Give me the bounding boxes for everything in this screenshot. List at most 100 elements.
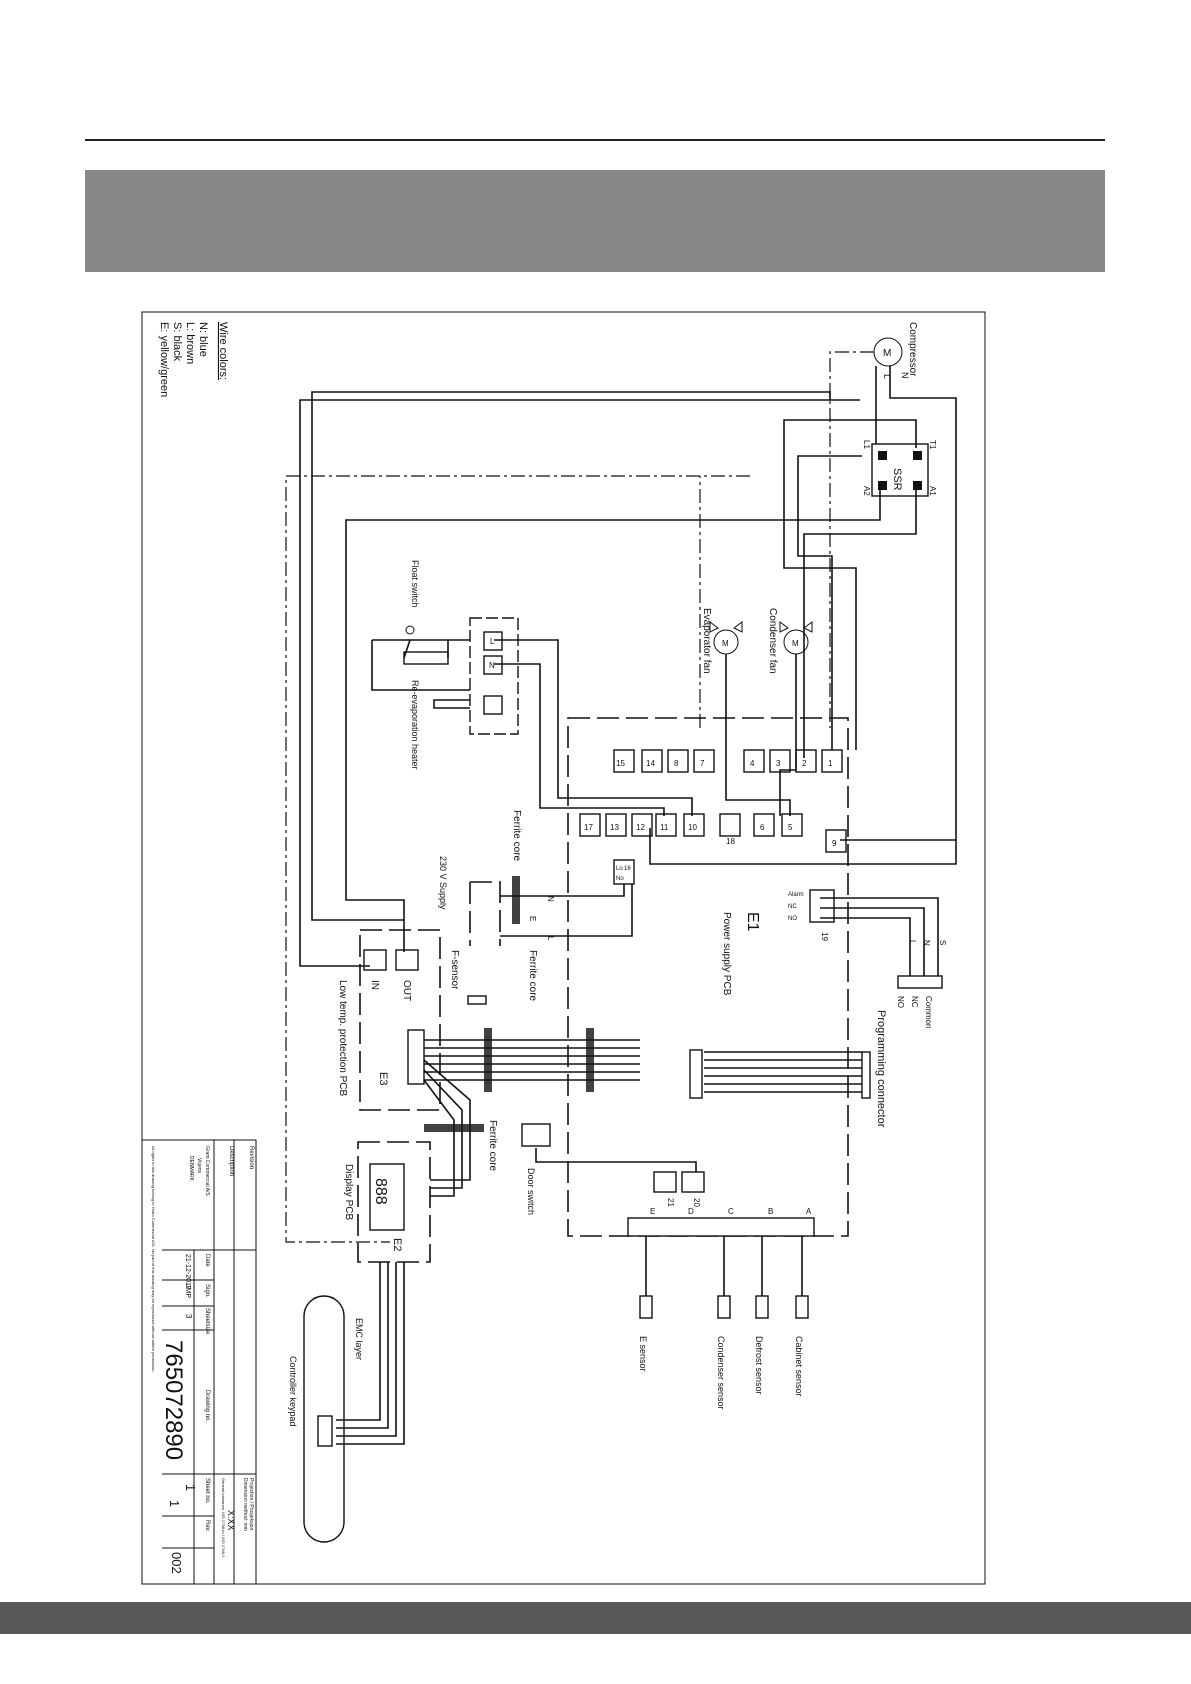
terminal-5-label: 5 <box>788 823 793 832</box>
alarm-label: Alarm <box>788 892 804 898</box>
strip-n-label: N <box>489 661 495 670</box>
programming-connector-label: Programming connector <box>875 1010 887 1128</box>
ferrite-core-supply <box>512 876 520 924</box>
controller-keypad-label: Controller keypad <box>288 1356 298 1427</box>
title-rev: 002 <box>169 1552 184 1574</box>
terminal-12-label: 12 <box>636 823 645 832</box>
compressor-label: Compressor <box>907 322 918 377</box>
title-description-label: Description <box>228 1146 234 1176</box>
ferrite-core-pcb-cable <box>586 1028 594 1092</box>
supply-e-label: E <box>528 916 537 921</box>
title-country: DENMARK <box>188 1156 194 1182</box>
supply-label: 230 V Supply <box>438 856 448 910</box>
title-block <box>141 1139 257 1585</box>
e2-label: E2 <box>391 1238 403 1251</box>
relay-l-label: L <box>908 940 917 945</box>
title-sign: JMP <box>184 1284 191 1298</box>
relay-s-label: S <box>938 940 947 945</box>
title-city: Vojens <box>196 1158 202 1174</box>
condenser-fan-m-label: M <box>792 639 799 648</box>
conn-e-label: E <box>650 1207 655 1216</box>
door-switch-label: Door switch <box>526 1168 536 1215</box>
relay-nc-label: NC <box>910 996 919 1008</box>
condenser-fan-blades-icon <box>779 621 813 633</box>
sensor-connector-strip <box>627 1217 815 1237</box>
title-date-label: Date <box>204 1254 210 1267</box>
evaporator-fan-m-label: M <box>722 639 729 648</box>
strip-l-label: L <box>490 637 495 646</box>
terminal-3-label: 3 <box>776 759 781 768</box>
relay-common-label: Common <box>924 996 933 1028</box>
wiring <box>285 351 957 1445</box>
wire-color-e: E: yellow/green <box>158 322 170 397</box>
title-sheet-of: 1 <box>167 1500 182 1507</box>
f-sensor-element <box>467 995 487 1005</box>
title-sheet-no-label: Sheet no. <box>204 1478 210 1504</box>
e3-out-terminal <box>395 949 419 971</box>
top-rule <box>85 139 1105 141</box>
terminal-21-block <box>653 1171 677 1193</box>
terminal-14-label: 14 <box>646 759 655 768</box>
relay-no-label: NO <box>896 996 905 1008</box>
wire-color-n: N: blue <box>197 322 209 357</box>
power-supply-pcb-outline <box>567 717 849 1237</box>
terminal-17-label: 17 <box>584 823 593 832</box>
power-supply-pcb-label: Power supply PCB <box>721 912 732 996</box>
terminal-15-label: 15 <box>616 759 625 768</box>
footer-band <box>0 1602 1191 1634</box>
compressor-l-label: L <box>882 374 892 379</box>
ferrite-core-label-1: Ferrite core <box>511 810 522 862</box>
title-scale: X:XX <box>226 1510 236 1531</box>
title-tolerance: General tolerance: ISO 2768-m / ISO 2768… <box>221 1478 226 1558</box>
conn-c-label: C <box>728 1207 734 1216</box>
compressor-m-label: M <box>883 348 891 359</box>
ssr-a2-terminal <box>878 481 887 490</box>
title-copyright: All rights in this drawing belong to Gra… <box>151 1146 156 1373</box>
title-sheet: 1 <box>183 1484 198 1491</box>
terminal-6-label: 6 <box>760 823 765 832</box>
e3-in-terminal <box>363 949 387 971</box>
ssr-t1-terminal <box>913 451 922 460</box>
terminal-9-label: 9 <box>832 839 837 848</box>
terminal-4-label: 4 <box>750 759 755 768</box>
ssr-a1-terminal <box>913 481 922 490</box>
e3-in-label: IN <box>369 980 380 990</box>
ssr-label: SSR <box>891 468 903 491</box>
supply-n-label: N <box>546 896 555 902</box>
title-revision-label: Revision <box>248 1146 254 1169</box>
programming-cable-end <box>689 1049 703 1099</box>
title-sign-label: Sign. <box>204 1284 210 1298</box>
title-dimension: Dimension method: mm <box>242 1478 248 1531</box>
programming-connector <box>861 1051 871 1099</box>
evaporator-fan-blades-icon <box>709 621 743 633</box>
display-7seg <box>369 1163 405 1231</box>
alarm-nc-label: NC <box>788 904 797 910</box>
ferrite-core-e3-cable <box>484 1028 492 1092</box>
float-switch-icon <box>405 625 415 635</box>
conn-b-label: B <box>768 1207 773 1216</box>
e3-label: E3 <box>377 1072 389 1085</box>
cabinet-sensor-element <box>795 1295 809 1319</box>
e3-ribbon-connector <box>407 1029 425 1085</box>
cabinet-sensor-label: Cabinet sensor <box>794 1336 804 1397</box>
terminal-10-label: 10 <box>688 823 697 832</box>
terminal-21-label: 21 <box>666 1198 675 1207</box>
ssr-l1-label: L1 <box>862 440 871 449</box>
wire-color-l: L: brown <box>184 322 196 364</box>
display-digits: 888 <box>372 1178 389 1205</box>
terminal-strip-l <box>483 631 503 651</box>
terminal-16-no: No <box>616 876 624 882</box>
emc-layer-label: EMC layer <box>354 1318 364 1360</box>
door-switch <box>521 1123 551 1147</box>
ssr-a1-label: A1 <box>928 486 937 496</box>
terminal-row-middle <box>579 813 847 853</box>
terminal-20-block <box>681 1171 705 1193</box>
conn-a-label: A <box>806 1207 812 1216</box>
low-temp-pcb-label: Low temp. protection PCB <box>337 980 348 1096</box>
title-drawing-no-label: Drawing no. <box>204 1390 210 1422</box>
terminal-13-label: 13 <box>610 823 619 832</box>
terminal-8-label: 8 <box>674 759 679 768</box>
terminal-20-label: 20 <box>692 1198 701 1207</box>
supply-l-label: L <box>546 936 555 941</box>
